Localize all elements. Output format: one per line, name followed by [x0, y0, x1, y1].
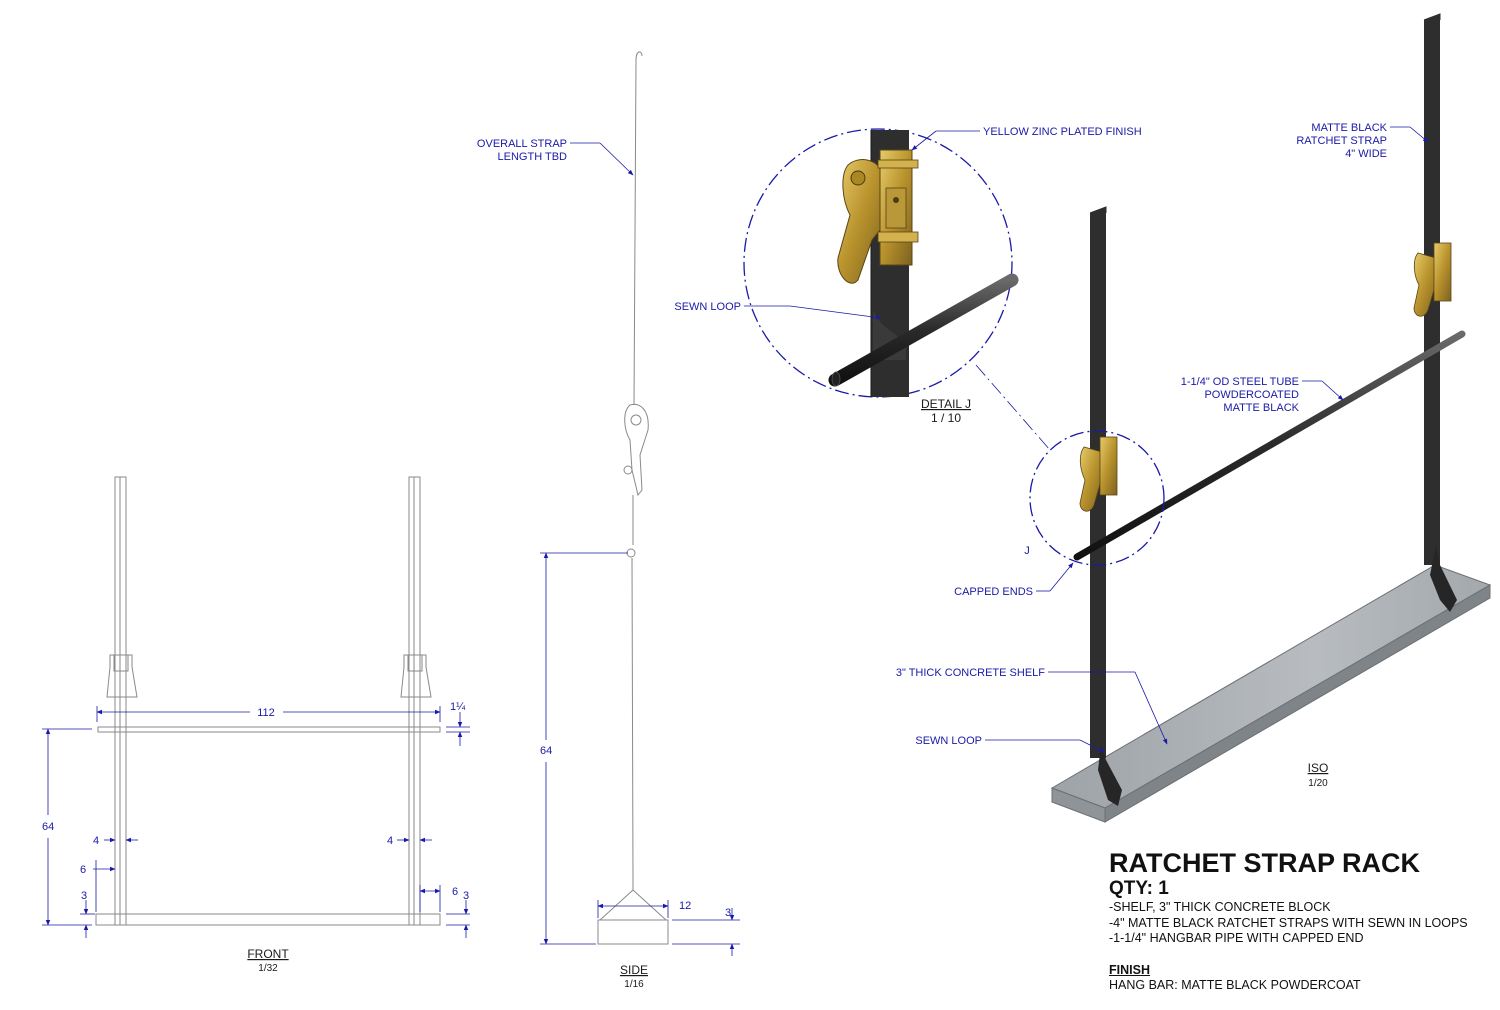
front-offset-right-dim: 6	[452, 886, 458, 898]
front-dimensions	[42, 706, 470, 938]
finish-text: HANG BAR: MATTE BLACK POWDERCOAT	[1109, 977, 1361, 992]
detail-view-scale: 1 / 10	[931, 411, 961, 425]
finish-heading: FINISH	[1109, 962, 1150, 977]
steel-tube-callout-1: 1-1/4" OD STEEL TUBE	[1181, 376, 1299, 388]
yellow-zinc-callout: YELLOW ZINC PLATED FINISH	[983, 126, 1142, 138]
front-shelf-left-dim: 3	[81, 890, 87, 902]
steel-tube-callout-3: MATTE BLACK	[1223, 402, 1299, 414]
side-width-dim: 12	[679, 900, 691, 912]
side-view-scale: 1/16	[624, 979, 644, 990]
capped-ends-callout: CAPPED ENDS	[954, 586, 1033, 598]
iso-view-scale: 1/20	[1308, 778, 1328, 789]
side-height-dim: 64	[540, 745, 552, 757]
spec-line-hangbar: -1-1/4" HANGBAR PIPE WITH CAPPED END	[1109, 931, 1364, 945]
concrete-shelf-callout: 3" THICK CONCRETE SHELF	[896, 667, 1045, 679]
iso-view	[1029, 13, 1492, 823]
drawing-title: RATCHET STRAP RACK	[1109, 848, 1421, 878]
overall-strap-callout-1: OVERALL STRAP	[477, 138, 567, 150]
detail-marker-j: J	[1024, 545, 1030, 557]
matte-black-strap-callout-2: RATCHET STRAP	[1296, 135, 1387, 147]
matte-black-strap-callout-1: MATTE BLACK	[1311, 122, 1387, 134]
side-view	[597, 51, 669, 945]
side-dimensions	[540, 552, 740, 956]
overall-strap-leader	[570, 142, 634, 176]
detail-j-view	[743, 128, 1019, 398]
front-strap-left-dim: 4	[93, 835, 99, 847]
front-view-label: FRONT	[247, 947, 289, 961]
overall-strap-callout-2: LENGTH TBD	[498, 151, 568, 163]
detail-view-label: DETAIL J	[921, 397, 971, 411]
spec-line-shelf: -SHELF, 3" THICK CONCRETE BLOCK	[1109, 900, 1331, 914]
front-pipe-dim: 1¼	[450, 701, 466, 713]
front-view	[95, 476, 441, 926]
front-width-dim: 112	[257, 707, 275, 719]
spec-line-straps: -4" MATTE BLACK RATCHET STRAPS WITH SEWN…	[1109, 915, 1468, 930]
detail-j-leaders	[744, 130, 1051, 451]
front-offset-left-dim: 6	[80, 864, 86, 876]
matte-black-strap-callout-3: 4" WIDE	[1345, 148, 1387, 160]
sewn-loop-iso-callout: SEWN LOOP	[915, 735, 982, 747]
front-height-dim: 64	[42, 821, 54, 833]
iso-leaders	[985, 126, 1429, 753]
front-shelf-right-dim: 3	[463, 890, 469, 902]
side-view-label: SIDE	[620, 963, 648, 977]
front-strap-right-dim: 4	[387, 835, 393, 847]
iso-view-label: ISO	[1308, 761, 1329, 775]
sewn-loop-detail-callout: SEWN LOOP	[674, 301, 741, 313]
quantity: QTY: 1	[1109, 878, 1169, 899]
title-block: RATCHET STRAP RACK QTY: 1 -SHELF, 3" THI…	[1109, 848, 1500, 993]
side-thickness-dim: 3	[725, 907, 731, 919]
front-view-scale: 1/32	[258, 963, 278, 974]
steel-tube-callout-2: POWDERCOATED	[1204, 389, 1299, 401]
